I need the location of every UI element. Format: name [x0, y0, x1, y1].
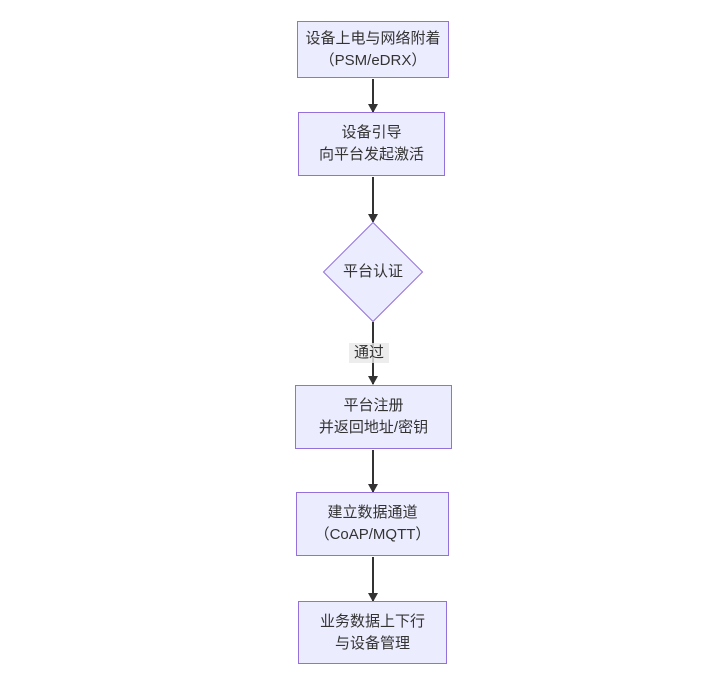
- node-power-on-attach: 设备上电与网络附着 （PSM/eDRX）: [297, 21, 449, 78]
- edge-label-pass: 通过: [349, 343, 389, 363]
- arrow-down-5: [372, 557, 374, 601]
- node-platform-auth: 平台认证: [322, 221, 424, 323]
- node-platform-register: 平台注册 并返回地址/密钥: [295, 385, 452, 449]
- node-label: 与设备管理: [334, 634, 410, 652]
- node-label: 平台注册: [343, 397, 404, 414]
- node-label: 设备上电与网络附着: [305, 29, 441, 47]
- node-label: （CoAP/MQTT）: [314, 526, 431, 543]
- node-label: 并返回地址/密钥: [318, 419, 429, 436]
- arrow-down-2: [372, 177, 374, 222]
- arrow-down-4: [372, 450, 374, 492]
- arrow-down-1: [372, 79, 374, 112]
- node-label: （PSM/eDRX）: [319, 51, 427, 69]
- node-business-data: 业务数据上下行 与设备管理: [298, 601, 447, 664]
- node-label: 向平台发起激活: [318, 146, 424, 163]
- node-label: 建立数据通道: [327, 504, 418, 521]
- node-label: 平台认证: [342, 263, 403, 280]
- node-label: 业务数据上下行: [319, 612, 425, 630]
- node-bootstrap: 设备引导 向平台发起激活: [298, 112, 445, 176]
- node-label: 设备引导: [341, 124, 402, 141]
- node-data-channel: 建立数据通道 （CoAP/MQTT）: [296, 492, 449, 556]
